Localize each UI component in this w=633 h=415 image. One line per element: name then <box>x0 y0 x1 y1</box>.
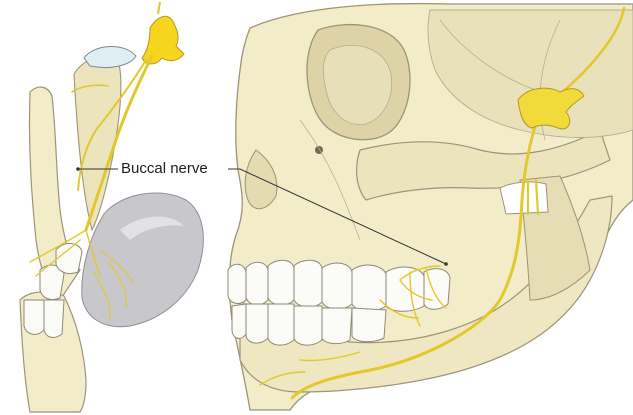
tooth <box>56 243 82 273</box>
tooth <box>386 267 424 311</box>
tooth <box>228 264 246 303</box>
tooth <box>268 304 294 345</box>
tooth <box>352 308 386 342</box>
tooth <box>322 263 352 309</box>
tooth <box>268 260 294 305</box>
tooth <box>44 300 64 337</box>
tooth <box>322 308 352 344</box>
tooth <box>294 306 322 345</box>
lower-teeth <box>232 304 386 345</box>
tooth <box>232 304 246 338</box>
leader-dot-right <box>444 262 448 266</box>
leader-dot-left <box>76 167 80 171</box>
buccal-nerve-label: Buccal nerve <box>121 160 208 178</box>
tooth <box>246 304 268 343</box>
tooth <box>24 300 44 334</box>
tooth <box>294 260 322 307</box>
tooth <box>246 262 268 305</box>
tooth <box>352 265 386 311</box>
